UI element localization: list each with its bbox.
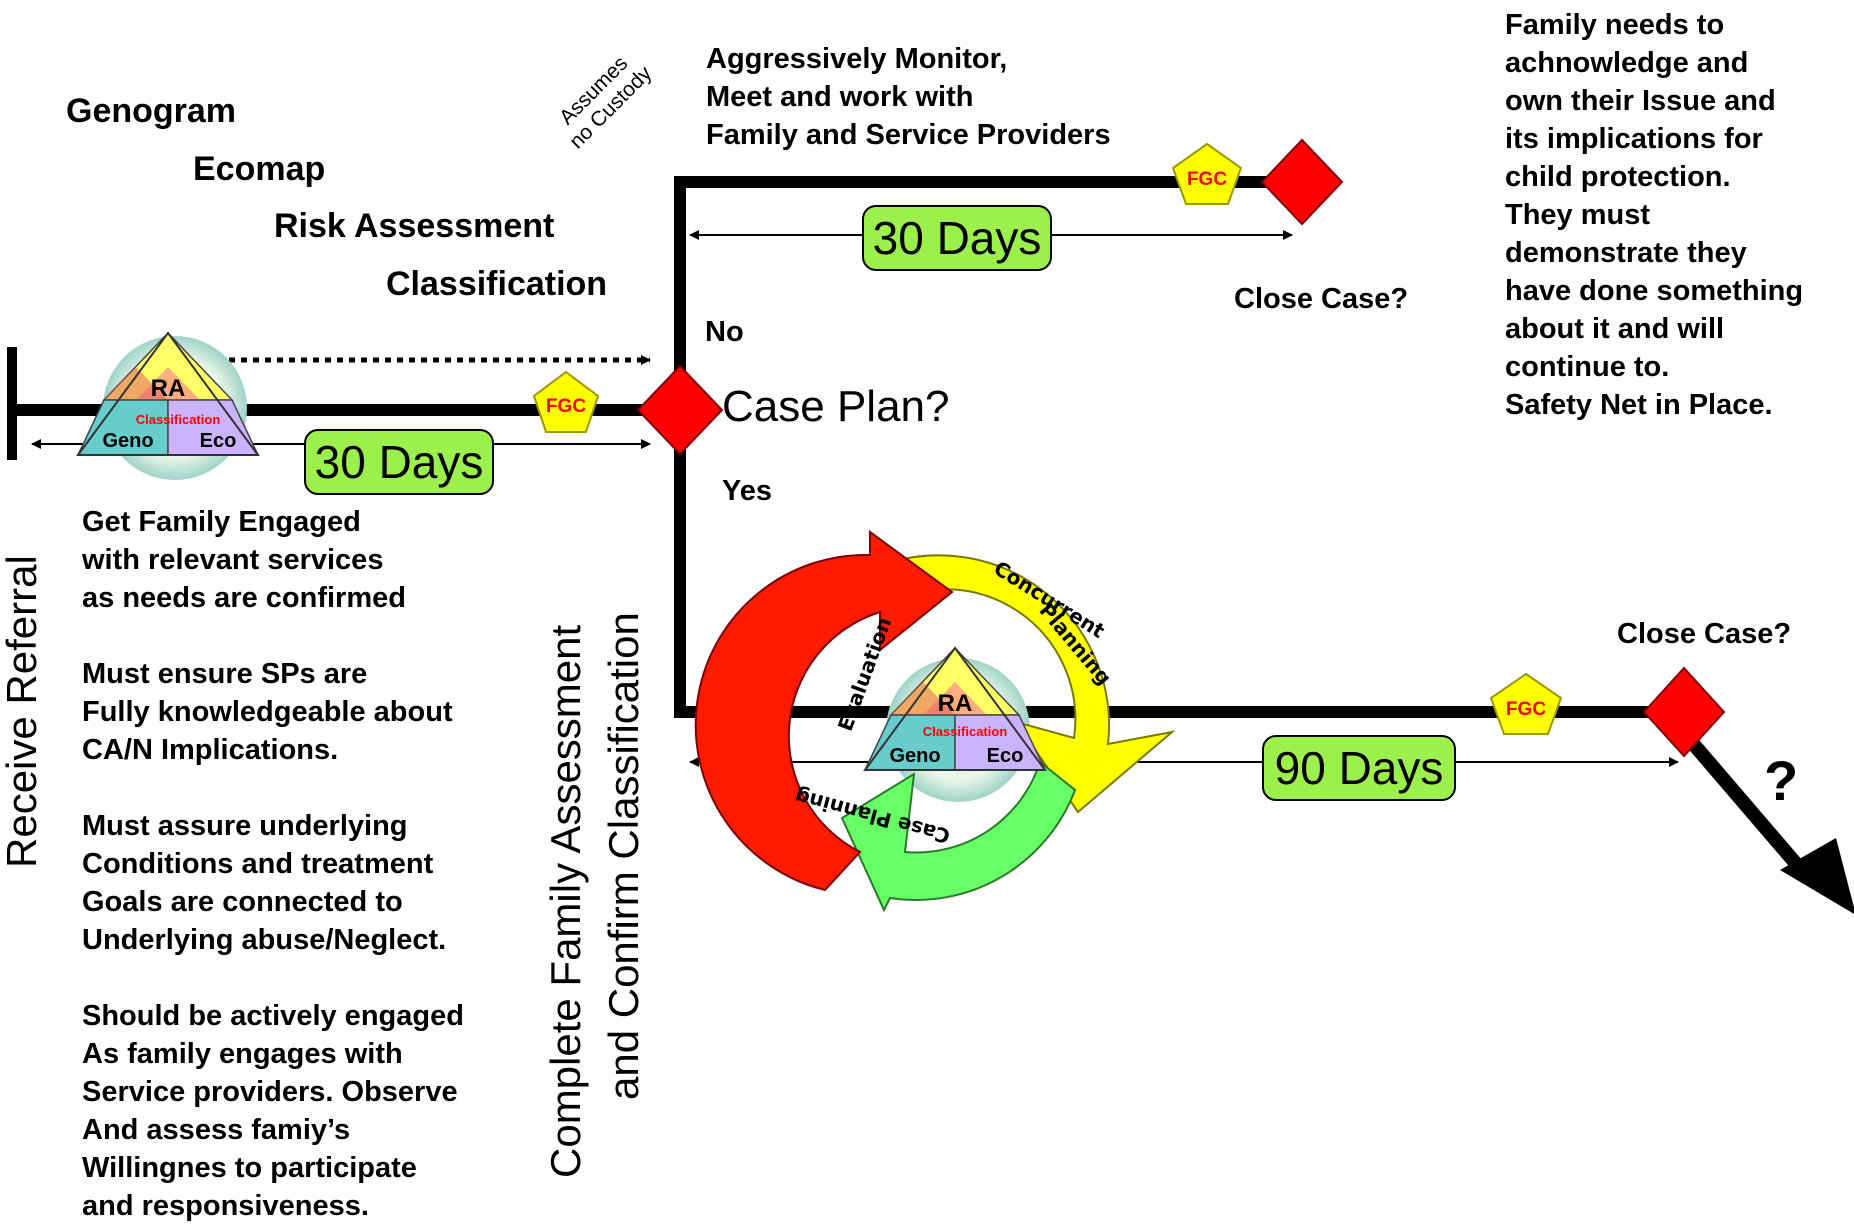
triangle2-eco-label: Eco bbox=[987, 745, 1024, 767]
fgc-pentagon-3 bbox=[1489, 672, 1563, 735]
guidance-text: Get Family Engaged with relevant service… bbox=[82, 506, 464, 1222]
triangle2-geno-label: Geno bbox=[889, 745, 940, 767]
case-plan-diamond bbox=[636, 364, 724, 456]
assessment-triangle-1 bbox=[76, 331, 260, 456]
step-risk-assessment: Risk Assessment bbox=[274, 207, 555, 245]
step-ecomap: Ecomap bbox=[193, 150, 326, 188]
top-close-diamond bbox=[1260, 138, 1344, 226]
case-plan-label: Case Plan? bbox=[722, 382, 950, 431]
step-classification: Classification bbox=[386, 265, 608, 303]
assessment-triangle-2 bbox=[863, 646, 1047, 771]
top-close-case-label: Close Case? bbox=[1234, 283, 1409, 315]
outcome-question-mark: ? bbox=[1764, 749, 1799, 812]
triangle1-eco-label: Eco bbox=[200, 430, 237, 452]
family-needs-text: Family needs to achnowledge and own thei… bbox=[1505, 9, 1804, 421]
fgc-label-3: FGC bbox=[1506, 699, 1546, 720]
first-30-days-box: 30 Days bbox=[304, 429, 494, 495]
monitor-text: Aggressively Monitor, Meet and work with… bbox=[706, 43, 1111, 151]
concurrent-planning-arrow bbox=[868, 554, 1176, 814]
fgc-pentagon-1 bbox=[532, 370, 600, 433]
receive-referral-label: Receive Referral bbox=[0, 555, 45, 868]
bottom-close-case-label: Close Case? bbox=[1617, 618, 1792, 650]
triangle1-geno-label: Geno bbox=[102, 430, 153, 452]
yes-label: Yes bbox=[722, 475, 772, 507]
bottom-close-diamond bbox=[1642, 666, 1726, 758]
triangle1-ra-label: RA bbox=[151, 375, 186, 402]
fgc-label-1: FGC bbox=[546, 396, 586, 417]
exit-arrow-line bbox=[1684, 735, 1816, 885]
evaluation-arrow bbox=[694, 530, 954, 892]
fgc-pentagon-2 bbox=[1171, 142, 1243, 205]
exit-arrow-head bbox=[1780, 838, 1854, 914]
triangle2-ra-label: RA bbox=[938, 690, 973, 717]
confirm-classification-label: and Confirm Classification bbox=[600, 612, 647, 1100]
triangle1-classification-label: Classification bbox=[136, 412, 221, 427]
case-planning-arrow bbox=[840, 760, 1077, 913]
bottom-90-days-box: 90 Days bbox=[1262, 735, 1456, 801]
complete-assessment-label: Complete Family Assessment bbox=[542, 624, 589, 1178]
cycle-diagram bbox=[694, 530, 1176, 913]
fgc-label-2: FGC bbox=[1187, 169, 1227, 190]
no-label: No bbox=[705, 316, 744, 348]
triangle2-classification-label: Classification bbox=[923, 724, 1008, 739]
top-30-days-box: 30 Days bbox=[862, 205, 1052, 271]
step-genogram: Genogram bbox=[66, 92, 237, 130]
